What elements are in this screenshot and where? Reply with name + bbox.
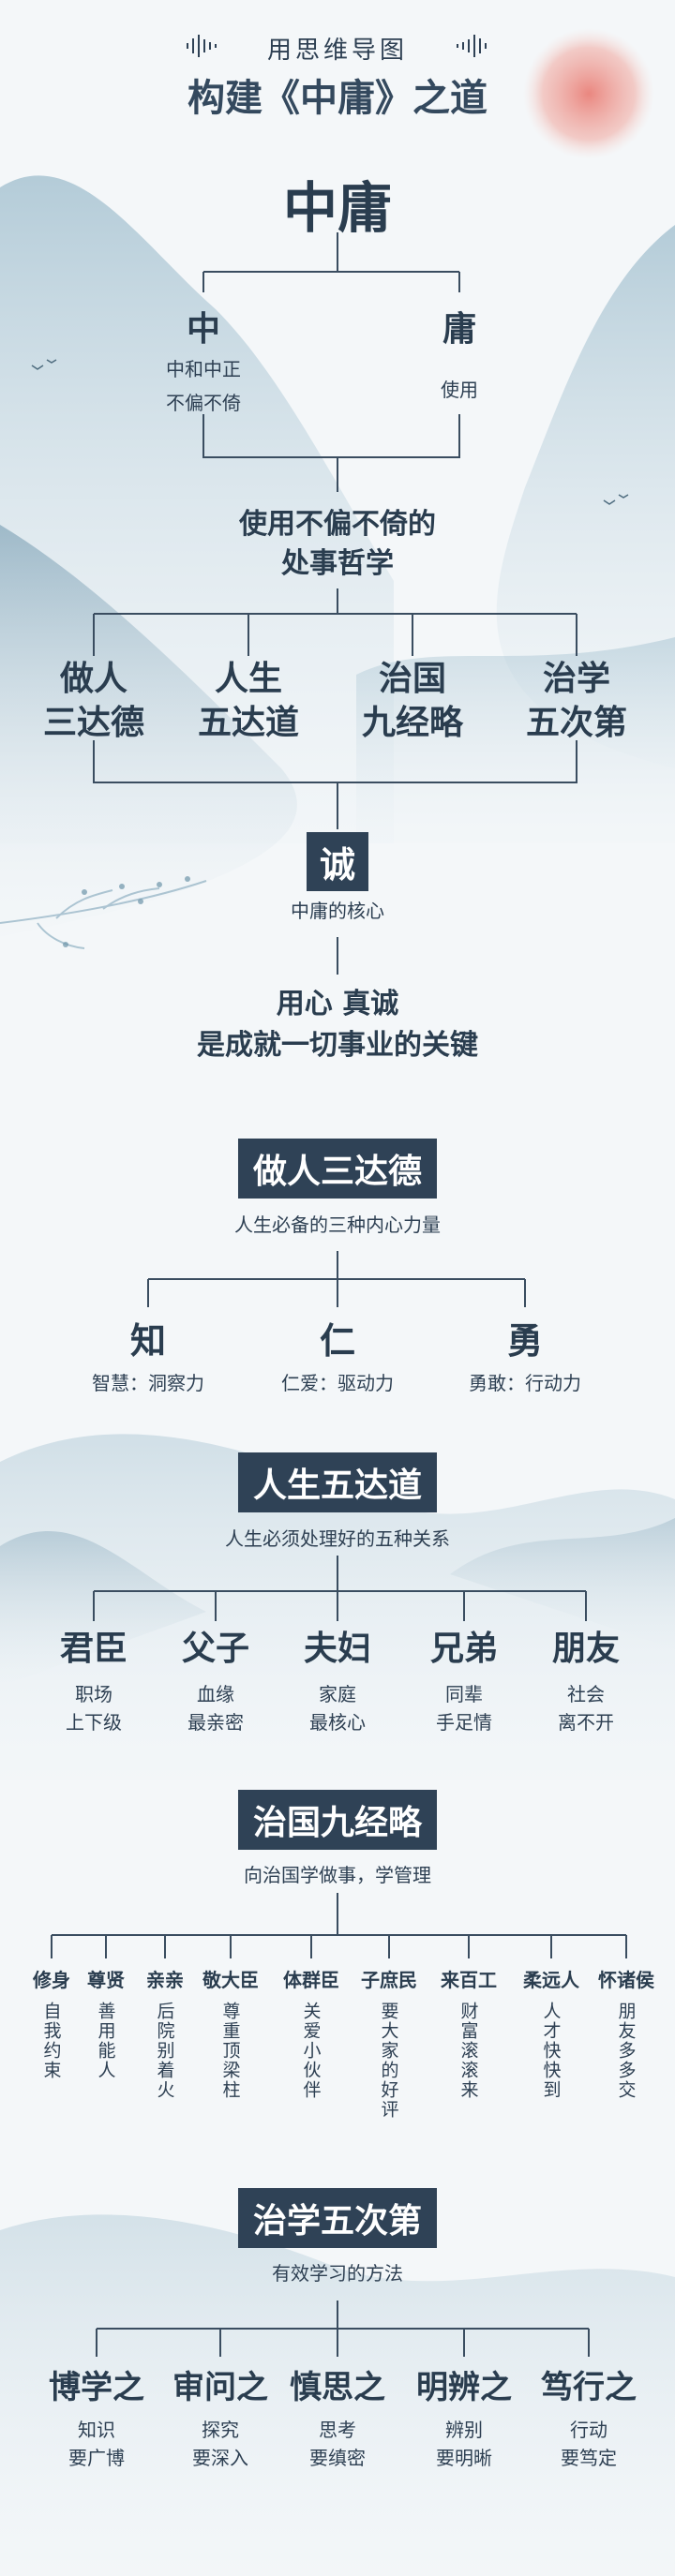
sound-wave-left-icon (186, 32, 218, 60)
section1-item-name: 知 (130, 1312, 166, 1363)
section3-item-desc: 财富滚滚来 (457, 2002, 482, 2100)
branch-rensheng-line-1: 人生 (215, 651, 282, 700)
section3-item-name: 子庶民 (361, 1965, 417, 1992)
core-line-2: 是成就一切事业的关键 (197, 1021, 478, 1063)
branch-rensheng-line-2: 五达道 (198, 695, 299, 744)
page-title: 构建《中庸》之道 (188, 67, 488, 122)
section4-caption: 有效学习的方法 (272, 2258, 403, 2286)
philosophy-line-1: 使用不偏不倚的 (239, 500, 436, 542)
section2-banner: 人生五达道 (238, 1452, 437, 1512)
philosophy-line-2: 处事哲学 (281, 540, 394, 581)
section4-item-name: 明辨之 (416, 2361, 512, 2407)
section1-item-desc: 仁爱：驱动力 (281, 1368, 394, 1395)
core-caption: 中庸的核心 (291, 896, 384, 923)
branch-zhiguo-line-2: 九经略 (362, 695, 463, 744)
section2-item-desc-1: 血缘 (197, 1679, 234, 1706)
section3-item-desc: 善用能人 (94, 2002, 119, 2080)
section4-item-name: 笃行之 (541, 2361, 637, 2407)
section2-item-desc-1: 社会 (567, 1679, 605, 1706)
section2-item-desc-2: 最核心 (309, 1707, 366, 1735)
branch-zhixue-line-1: 治学 (543, 651, 610, 700)
yong-desc: 使用 (441, 375, 478, 402)
section1-item-desc: 勇敢：行动力 (469, 1368, 581, 1395)
section2-item-desc-2: 手足情 (436, 1707, 492, 1735)
section1-item-name: 仁 (320, 1312, 355, 1363)
section2-item-desc-2: 最亲密 (188, 1707, 244, 1735)
section4-item-desc-1: 探究 (202, 2415, 239, 2442)
section4-item-name: 博学之 (49, 2361, 144, 2407)
section2-item-desc-2: 离不开 (558, 1707, 614, 1735)
section4-item-name: 慎思之 (290, 2361, 385, 2407)
section1-item-name: 勇 (507, 1312, 543, 1363)
section3-item-name: 体群臣 (283, 1965, 339, 1992)
section1-caption: 人生必备的三种内心力量 (234, 1210, 441, 1237)
section1-banner: 做人三达德 (238, 1139, 437, 1199)
section4-item-desc-2: 要笃定 (561, 2443, 617, 2470)
section2-item-name: 朋友 (552, 1621, 620, 1670)
section4-item-desc-1: 行动 (570, 2415, 608, 2442)
section3-item-name: 怀诸侯 (598, 1965, 654, 1992)
section3-item-desc: 自我约束 (39, 2002, 65, 2080)
section2-caption: 人生必须处理好的五种关系 (225, 1524, 450, 1551)
section3-banner: 治国九经略 (238, 1790, 437, 1850)
branch-zhiguo-line-1: 治国 (379, 651, 446, 700)
section3-item-desc: 关爱小伙伴 (299, 2002, 324, 2100)
zhong-desc-1: 中和中正 (166, 354, 241, 381)
section1-item-desc: 智慧：洞察力 (92, 1368, 204, 1395)
section2-item-name: 兄弟 (430, 1621, 498, 1670)
branch-zuoren-line-1: 做人 (60, 651, 128, 700)
section3-item-desc: 人才快快到 (539, 2002, 564, 2100)
section2-item-desc-2: 上下级 (66, 1707, 122, 1735)
section4-item-desc-2: 要明晰 (436, 2443, 492, 2470)
section3-item-desc: 尊重顶梁柱 (218, 2002, 244, 2100)
section4-item-desc-1: 思考 (319, 2415, 356, 2442)
section4-item-desc-1: 辨别 (445, 2415, 483, 2442)
core-banner: 诚 (307, 832, 368, 891)
section3-item-name: 柔远人 (523, 1965, 579, 1992)
section3-item-name: 来百工 (441, 1965, 497, 1992)
section4-item-name: 审问之 (172, 2361, 268, 2407)
root-title: 中庸 (283, 164, 392, 243)
header-subtitle: 用思维导图 (267, 31, 408, 66)
branch-zhixue-line-2: 五次第 (526, 695, 627, 744)
section4-item-desc-2: 要广博 (68, 2443, 125, 2470)
section4-item-desc-1: 知识 (78, 2415, 115, 2442)
section2-item-name: 父子 (182, 1621, 249, 1670)
section3-item-desc: 要大家的好评 (377, 2002, 402, 2120)
yong-label: 庸 (442, 302, 476, 350)
section3-item-name: 修身 (33, 1965, 70, 1992)
section2-item-desc-1: 同辈 (445, 1679, 483, 1706)
section3-caption: 向治国学做事，学管理 (244, 1860, 431, 1887)
section2-item-name: 夫妇 (304, 1621, 371, 1670)
zhong-desc-2: 不偏不倚 (166, 388, 241, 415)
zhong-label: 中 (187, 302, 220, 350)
section2-item-desc-1: 职场 (75, 1679, 112, 1706)
core-line-1: 用心 真诚 (277, 980, 398, 1021)
section4-item-desc-2: 要深入 (192, 2443, 248, 2470)
branch-zuoren-line-2: 三达德 (43, 695, 144, 744)
section3-item-name: 敬大臣 (202, 1965, 259, 1992)
section2-item-desc-1: 家庭 (319, 1679, 356, 1706)
sound-wave-right-icon (456, 32, 488, 60)
section2-item-name: 君臣 (60, 1621, 128, 1670)
section4-item-desc-2: 要缜密 (309, 2443, 366, 2470)
section3-item-desc: 朋友多多交 (614, 2002, 639, 2100)
section3-item-name: 尊贤 (87, 1965, 125, 1992)
section3-item-name: 亲亲 (146, 1965, 184, 1992)
section4-banner: 治学五次第 (238, 2188, 437, 2248)
section3-item-desc: 后院别着火 (153, 2002, 178, 2100)
